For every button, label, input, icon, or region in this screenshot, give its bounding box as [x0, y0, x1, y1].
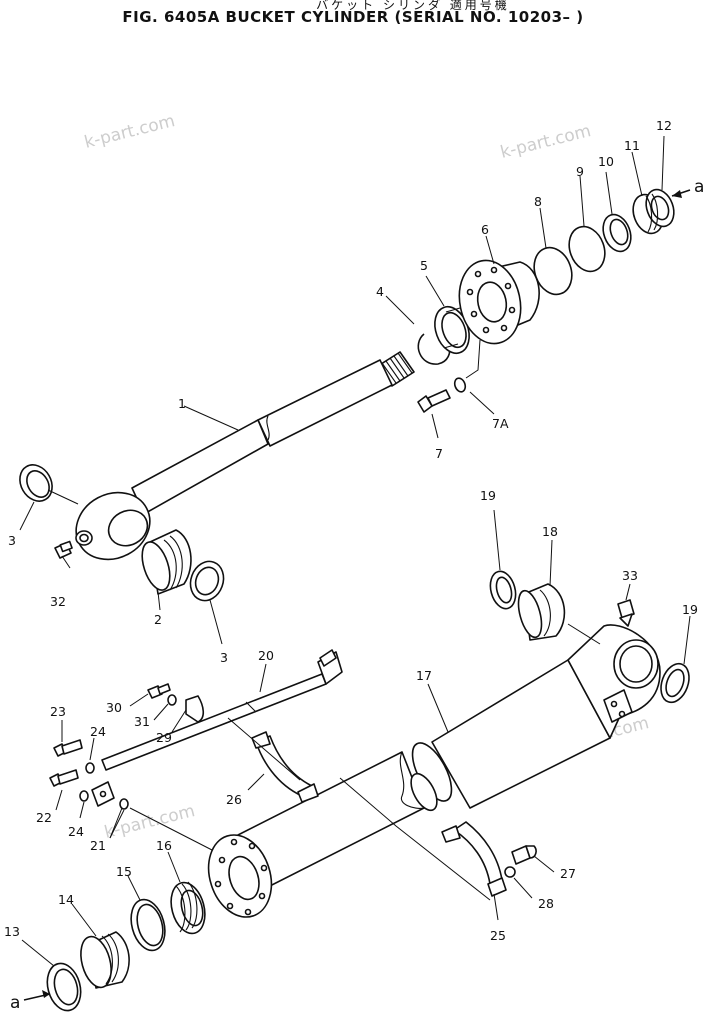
clamp-29	[185, 695, 205, 723]
bushing-5	[434, 305, 470, 355]
callout-24-upper: 24	[90, 724, 106, 739]
callout-25: 25	[490, 928, 506, 943]
ring-13	[46, 962, 82, 1012]
o-ring-21	[119, 798, 129, 810]
title-japanese: バケット シリンダ 適用号機	[316, 0, 510, 12]
callout-30: 30	[106, 700, 122, 715]
callout-24-lower: 24	[68, 824, 84, 839]
o-ring-8	[533, 246, 573, 296]
wear-ring-15	[130, 898, 166, 952]
callout-labels: 1 2 3 3 4 5 6 7 7A 8 9 10 11 12 13 14 15…	[4, 118, 704, 1013]
washer-24-upper	[85, 762, 95, 774]
callout-23: 23	[50, 704, 66, 719]
callout-12: 12	[656, 118, 672, 133]
connector-arrow-bottom	[23, 990, 51, 1001]
callout-22: 22	[36, 810, 52, 825]
grease-pipe-20	[91, 649, 343, 807]
callout-7a: 7A	[492, 416, 509, 431]
callout-4: 4	[376, 284, 384, 299]
callout-11: 11	[624, 138, 640, 153]
callout-13: 13	[4, 924, 20, 939]
piston-16	[170, 881, 206, 935]
callout-19-left: 19	[480, 488, 496, 503]
cylinder-tube-17	[207, 624, 661, 918]
bushing-2	[141, 529, 192, 595]
callout-5: 5	[420, 258, 428, 273]
connector-arrow-top	[671, 189, 691, 198]
callout-26: 26	[226, 792, 242, 807]
connector-label-bottom: a	[10, 993, 20, 1013]
callout-3-upper: 3	[8, 533, 16, 548]
callout-21: 21	[90, 838, 106, 853]
watermark-2: k-part.com	[498, 121, 593, 163]
callout-32: 32	[50, 594, 66, 609]
dust-seal-3-lower	[189, 560, 225, 602]
callout-31: 31	[134, 714, 150, 729]
callout-7: 7	[435, 446, 443, 461]
callout-2: 2	[154, 612, 162, 627]
piston-seal-14	[80, 931, 130, 989]
bolt-7	[417, 389, 451, 413]
washer-31	[167, 694, 177, 706]
callout-1: 1	[178, 396, 186, 411]
backup-ring-9	[568, 225, 606, 273]
callout-9: 9	[576, 164, 584, 179]
callout-18: 18	[542, 524, 558, 539]
washer-7a	[453, 377, 467, 393]
washer-28	[504, 866, 516, 878]
bolt-30	[147, 683, 171, 699]
connector-label-top: a	[694, 177, 704, 197]
callout-19-right: 19	[682, 602, 698, 617]
bolt-22	[49, 769, 79, 787]
callout-8: 8	[534, 194, 542, 209]
callout-28: 28	[538, 896, 554, 911]
callout-14: 14	[58, 892, 74, 907]
leader-lines	[19, 135, 691, 967]
callout-27: 27	[560, 866, 576, 881]
cylinder-head-6	[458, 259, 540, 345]
callout-6: 6	[481, 222, 489, 237]
ring-10	[602, 213, 632, 253]
callout-3-lower: 3	[220, 650, 228, 665]
callout-15: 15	[116, 864, 132, 879]
watermark-1: k-part.com	[82, 111, 177, 153]
dust-seal-3-upper	[19, 464, 53, 502]
bushing-18	[517, 583, 566, 641]
rod-seal-11-12	[632, 188, 675, 235]
bolt-23	[53, 739, 83, 757]
callout-20: 20	[258, 648, 274, 663]
callout-16: 16	[156, 838, 172, 853]
callout-33: 33	[622, 568, 638, 583]
piston-rod	[75, 351, 415, 561]
washer-24-lower	[79, 790, 89, 802]
bolt-27	[511, 845, 537, 865]
callout-29: 29	[156, 730, 172, 745]
dust-seal-19-right	[660, 662, 690, 704]
callout-17: 17	[416, 668, 432, 683]
grease-fitting-33	[617, 599, 635, 627]
grease-fitting-32	[54, 540, 73, 559]
dust-seal-19-left	[489, 570, 517, 610]
callout-10: 10	[598, 154, 614, 169]
figure-title: FIG. 6405A BUCKET CYLINDER (SERIAL NO. 1…	[122, 8, 584, 26]
band-25	[441, 821, 507, 897]
